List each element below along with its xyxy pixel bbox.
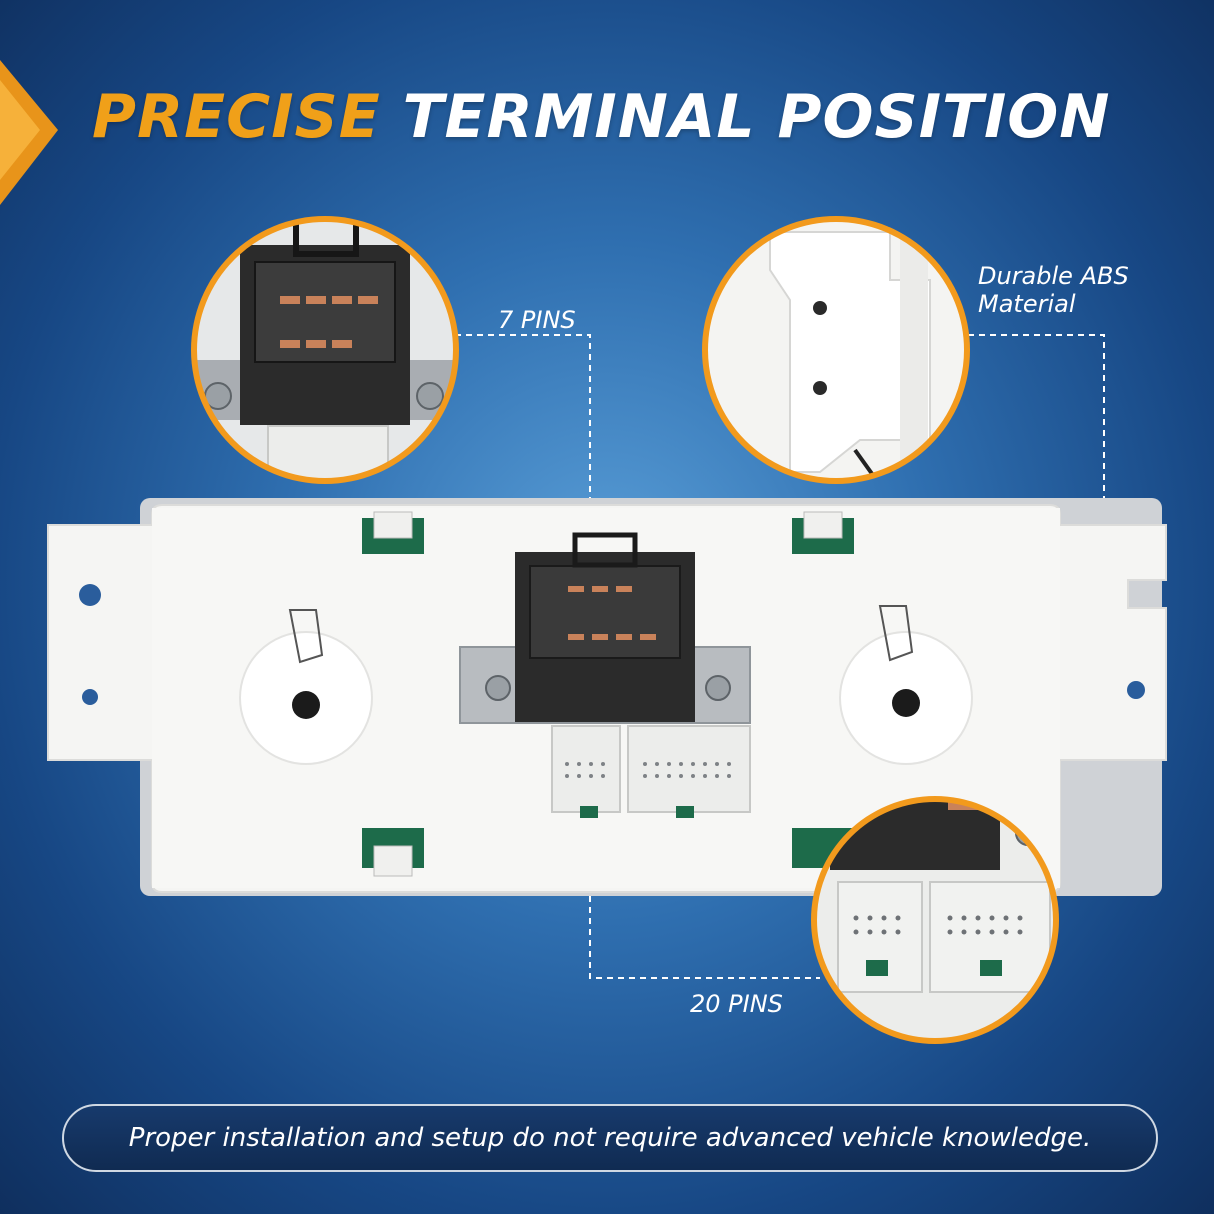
connector-icon [459, 532, 751, 724]
zoom-20pin-terminals [811, 796, 1059, 1044]
label-abs-line1: Durable ABS [978, 262, 1129, 290]
label-abs-line2: Material [978, 290, 1076, 318]
label-20-pins: 20 PINS [690, 990, 783, 1018]
title-accent-word: PRECISE [92, 82, 381, 152]
corner-chevron-icon [0, 60, 58, 205]
page-title: PRECISE TERMINAL POSITION [92, 82, 1111, 152]
title-main-words: TERMINAL POSITION [402, 82, 1111, 152]
installation-note-banner: Proper installation and setup do not req… [62, 1104, 1158, 1172]
zoom-7pin-connector [191, 216, 459, 484]
label-7-pins: 7 PINS [498, 306, 576, 334]
zoom-abs-material [702, 216, 970, 484]
installation-note-text: Proper installation and setup do not req… [128, 1123, 1092, 1153]
